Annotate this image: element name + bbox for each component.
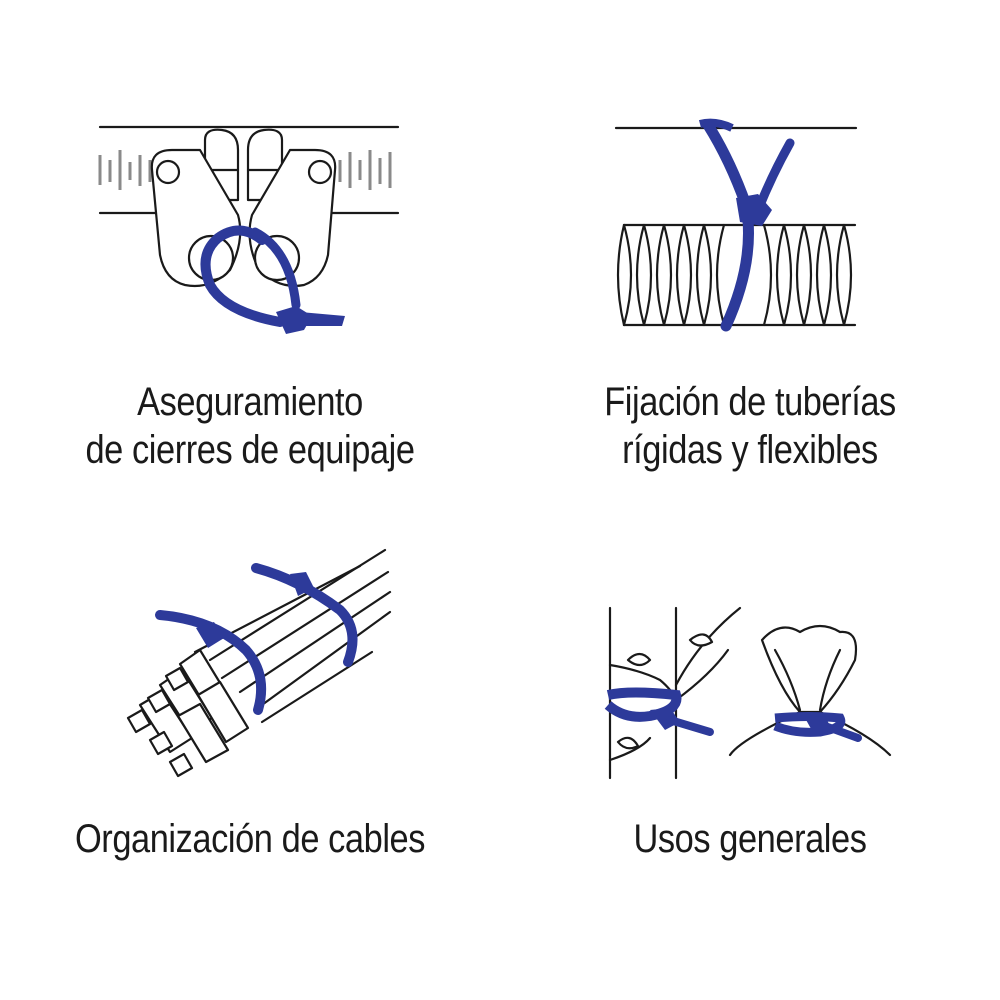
caption-cables: Organización de cables	[35, 815, 465, 863]
cable-bundle-tie-icon	[126, 548, 392, 778]
caption-line: Usos generales	[633, 817, 867, 861]
caption-line: de cierres de equipaje	[85, 428, 415, 472]
caption-line: Aseguramiento	[137, 380, 363, 424]
caption-pipe: Fijación de tuberías rígidas y flexibles	[535, 378, 965, 474]
panel-general: Usos generales	[500, 500, 1000, 1000]
panel-cables: Organización de cables	[0, 500, 500, 1000]
caption-general: Usos generales	[535, 815, 965, 863]
plant-and-bag-tie-icon	[604, 606, 892, 780]
caption-luggage: Aseguramiento de cierres de equipaje	[35, 378, 465, 474]
panel-luggage: Aseguramiento de cierres de equipaje	[0, 0, 500, 500]
panel-pipe: Fijación de tuberías rígidas y flexibles	[500, 0, 1000, 500]
caption-line: Organización de cables	[74, 817, 426, 861]
caption-line: Fijación de tuberías	[604, 380, 896, 424]
pipe-tie-icon	[614, 118, 858, 332]
luggage-zipper-tie-icon	[98, 125, 400, 334]
caption-line: rígidas y flexibles	[622, 428, 878, 472]
